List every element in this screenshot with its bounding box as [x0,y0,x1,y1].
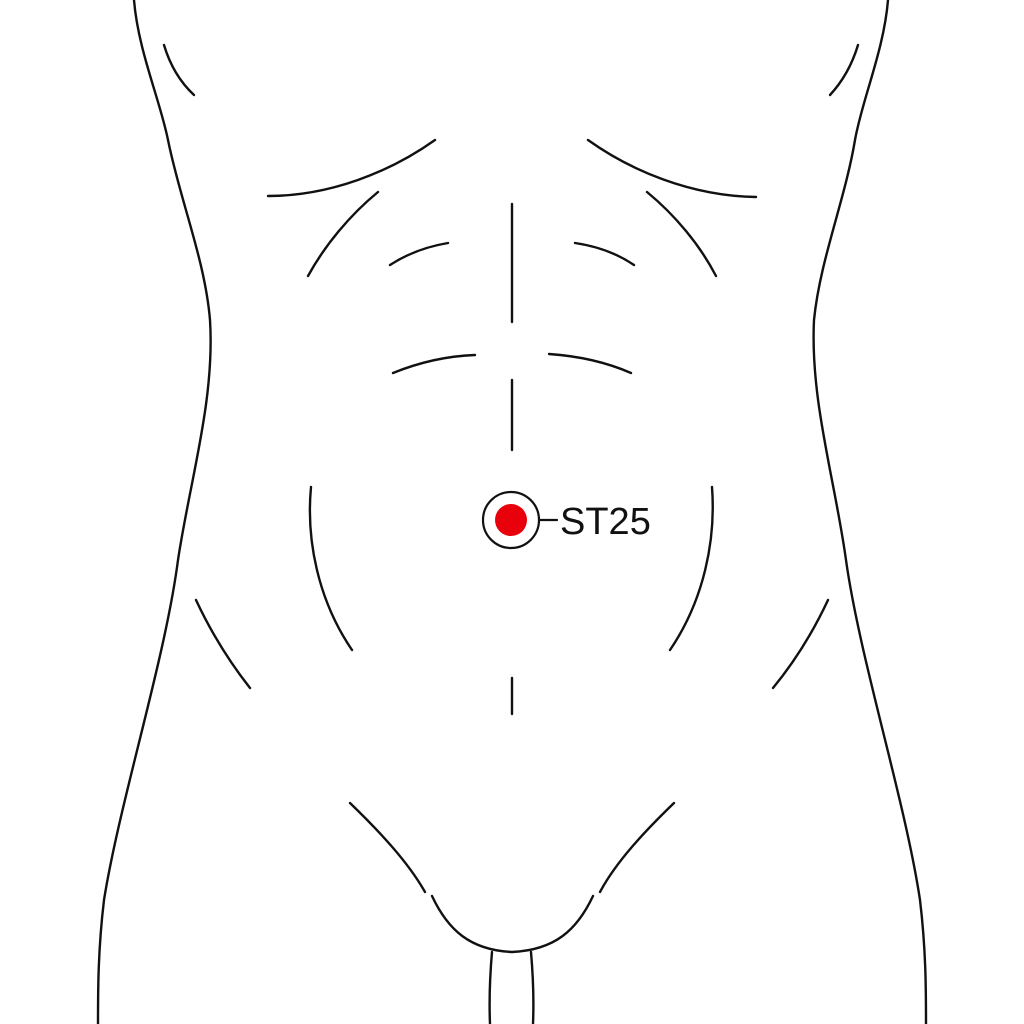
left-oblique-line [194,598,252,690]
right-upper-ab-line [573,241,636,267]
right-rectus-border [668,485,714,652]
right-mid-ab-line [547,352,633,375]
left-pectoral-line [266,138,437,198]
groin-left-line [488,950,494,1024]
right-inguinal-line [598,801,676,894]
st25-marker[interactable] [481,490,559,550]
right-lat-line [828,43,860,97]
red-dot-marker-icon [495,504,527,536]
left-inguinal-line [348,801,427,894]
left-upper-ab-line [388,241,450,267]
pubic-curve [430,894,595,954]
left-lat-line [162,43,196,97]
right-pectoral-line [586,138,758,199]
left-rib-arc [306,190,380,278]
st25-label: ST25 [560,501,651,543]
left-mid-ab-line [391,353,477,375]
left-rectus-border [308,485,354,652]
right-rib-arc [645,190,718,278]
right-torso-outline [812,0,928,1024]
right-oblique-line [771,598,830,690]
groin-right-line [529,950,535,1024]
left-torso-outline [96,0,212,1024]
